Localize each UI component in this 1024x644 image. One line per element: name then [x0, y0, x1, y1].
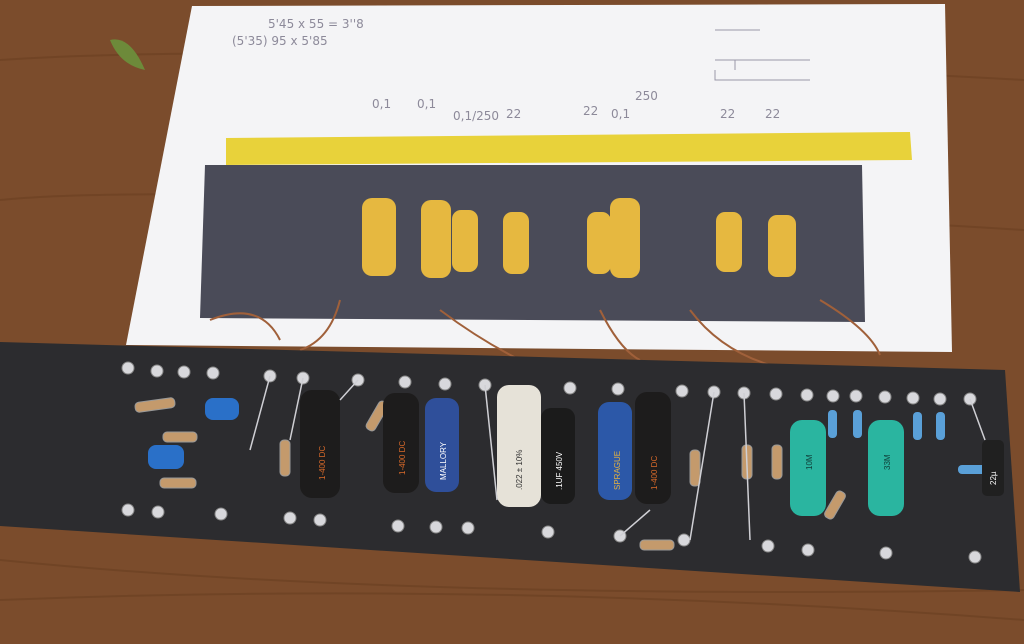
note-calc-1: 5'45 x 55 = 3''8	[268, 17, 364, 31]
resistors	[134, 397, 846, 551]
cap-label: 22µ	[989, 471, 998, 485]
cap-label: 33M	[883, 454, 892, 470]
printed-board	[200, 165, 865, 322]
note-cap-3: 0,1/250	[453, 109, 499, 123]
small-cap-blue-2	[148, 445, 184, 469]
cap-label: 1-400 DC	[398, 441, 407, 475]
cap-label: 10M	[805, 454, 814, 470]
tape-measure	[226, 132, 912, 165]
note-cap-7: 250	[635, 89, 658, 103]
leaf	[110, 39, 145, 70]
small-cap-blue-1	[205, 398, 239, 420]
wire-leads	[209, 299, 881, 366]
capacitors: 1-400 DC 1-400 DC MALLORY .022 ± 10% .1U…	[300, 385, 1004, 516]
note-cap-5: 22	[583, 104, 598, 118]
blue-resistors	[828, 410, 986, 474]
cap-label: .022 ± 10%	[515, 450, 524, 490]
printed-caps	[362, 198, 796, 278]
note-cap-9: 22	[765, 107, 780, 121]
cap-label: 1-400 DC	[650, 456, 659, 490]
lead-wires	[249, 375, 986, 541]
note-cap-8: 22	[720, 107, 735, 121]
note-calc-2: (5'35) 95 x 5'85	[232, 34, 328, 48]
note-cap-2: 0,1	[417, 97, 436, 111]
cap-label: .1UF 450V	[555, 451, 564, 490]
sketch-diagram	[714, 29, 810, 81]
cap-label: SPRAGUE	[613, 451, 622, 490]
cap-label: MALLORY	[439, 441, 448, 480]
note-cap-1: 0,1	[372, 97, 391, 111]
note-cap-6: 0,1	[611, 107, 630, 121]
cap-label: 1-400 DC	[318, 446, 327, 480]
note-cap-4: 22	[506, 107, 521, 121]
eyelets-bottom	[121, 503, 982, 564]
